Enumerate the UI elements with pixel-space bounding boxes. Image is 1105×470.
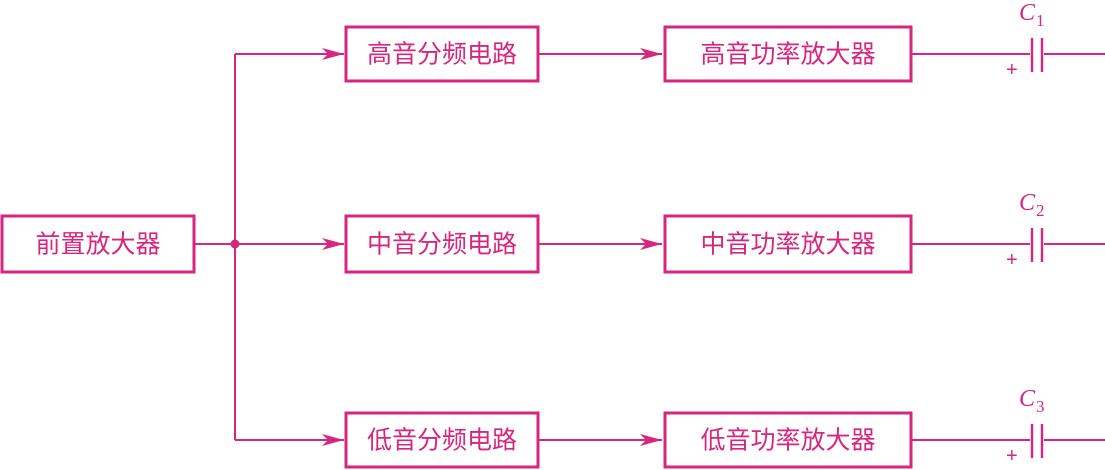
- high-amp-box: [663, 25, 913, 83]
- low-filter-label: 低音分频电路: [367, 426, 517, 455]
- low-amp-arrow: [640, 434, 662, 446]
- mid-input-arrow: [322, 238, 344, 250]
- c1-plus-sign: +: [1006, 59, 1018, 81]
- preamp-box: [0, 214, 196, 274]
- low-channel: 低音分频电路 低音功率放大器 C 3 +: [235, 386, 1105, 469]
- c3-subscript: 3: [1036, 397, 1045, 416]
- c3-label: C: [1019, 386, 1036, 412]
- high-amp-arrow: [640, 48, 662, 60]
- c1-subscript: 1: [1036, 11, 1045, 30]
- mid-channel: 中音分频电路 中音功率放大器 C 2 +: [235, 190, 1105, 274]
- c2-label: C: [1019, 190, 1036, 216]
- mid-filter-label: 中音分频电路: [367, 230, 517, 259]
- c2-subscript: 2: [1036, 201, 1045, 220]
- low-input-arrow: [322, 434, 344, 446]
- high-channel: 高音分频电路 高音功率放大器 C 1 +: [235, 0, 1105, 83]
- signal-bus: [194, 54, 240, 440]
- high-amp-label: 高音功率放大器: [700, 40, 875, 69]
- high-filter-label: 高音分频电路: [367, 40, 517, 69]
- high-input-arrow: [322, 48, 344, 60]
- preamp-label: 前置放大器: [35, 230, 160, 259]
- low-amp-label: 低音功率放大器: [700, 426, 875, 455]
- c3-plus-sign: +: [1006, 445, 1018, 467]
- mid-amp-arrow: [640, 238, 662, 250]
- low-amp-box: [663, 411, 913, 469]
- c2-plus-sign: +: [1006, 249, 1018, 271]
- preamp-block: 前置放大器: [0, 214, 196, 274]
- c1-label: C: [1019, 0, 1036, 26]
- mid-amp-label: 中音功率放大器: [700, 230, 875, 259]
